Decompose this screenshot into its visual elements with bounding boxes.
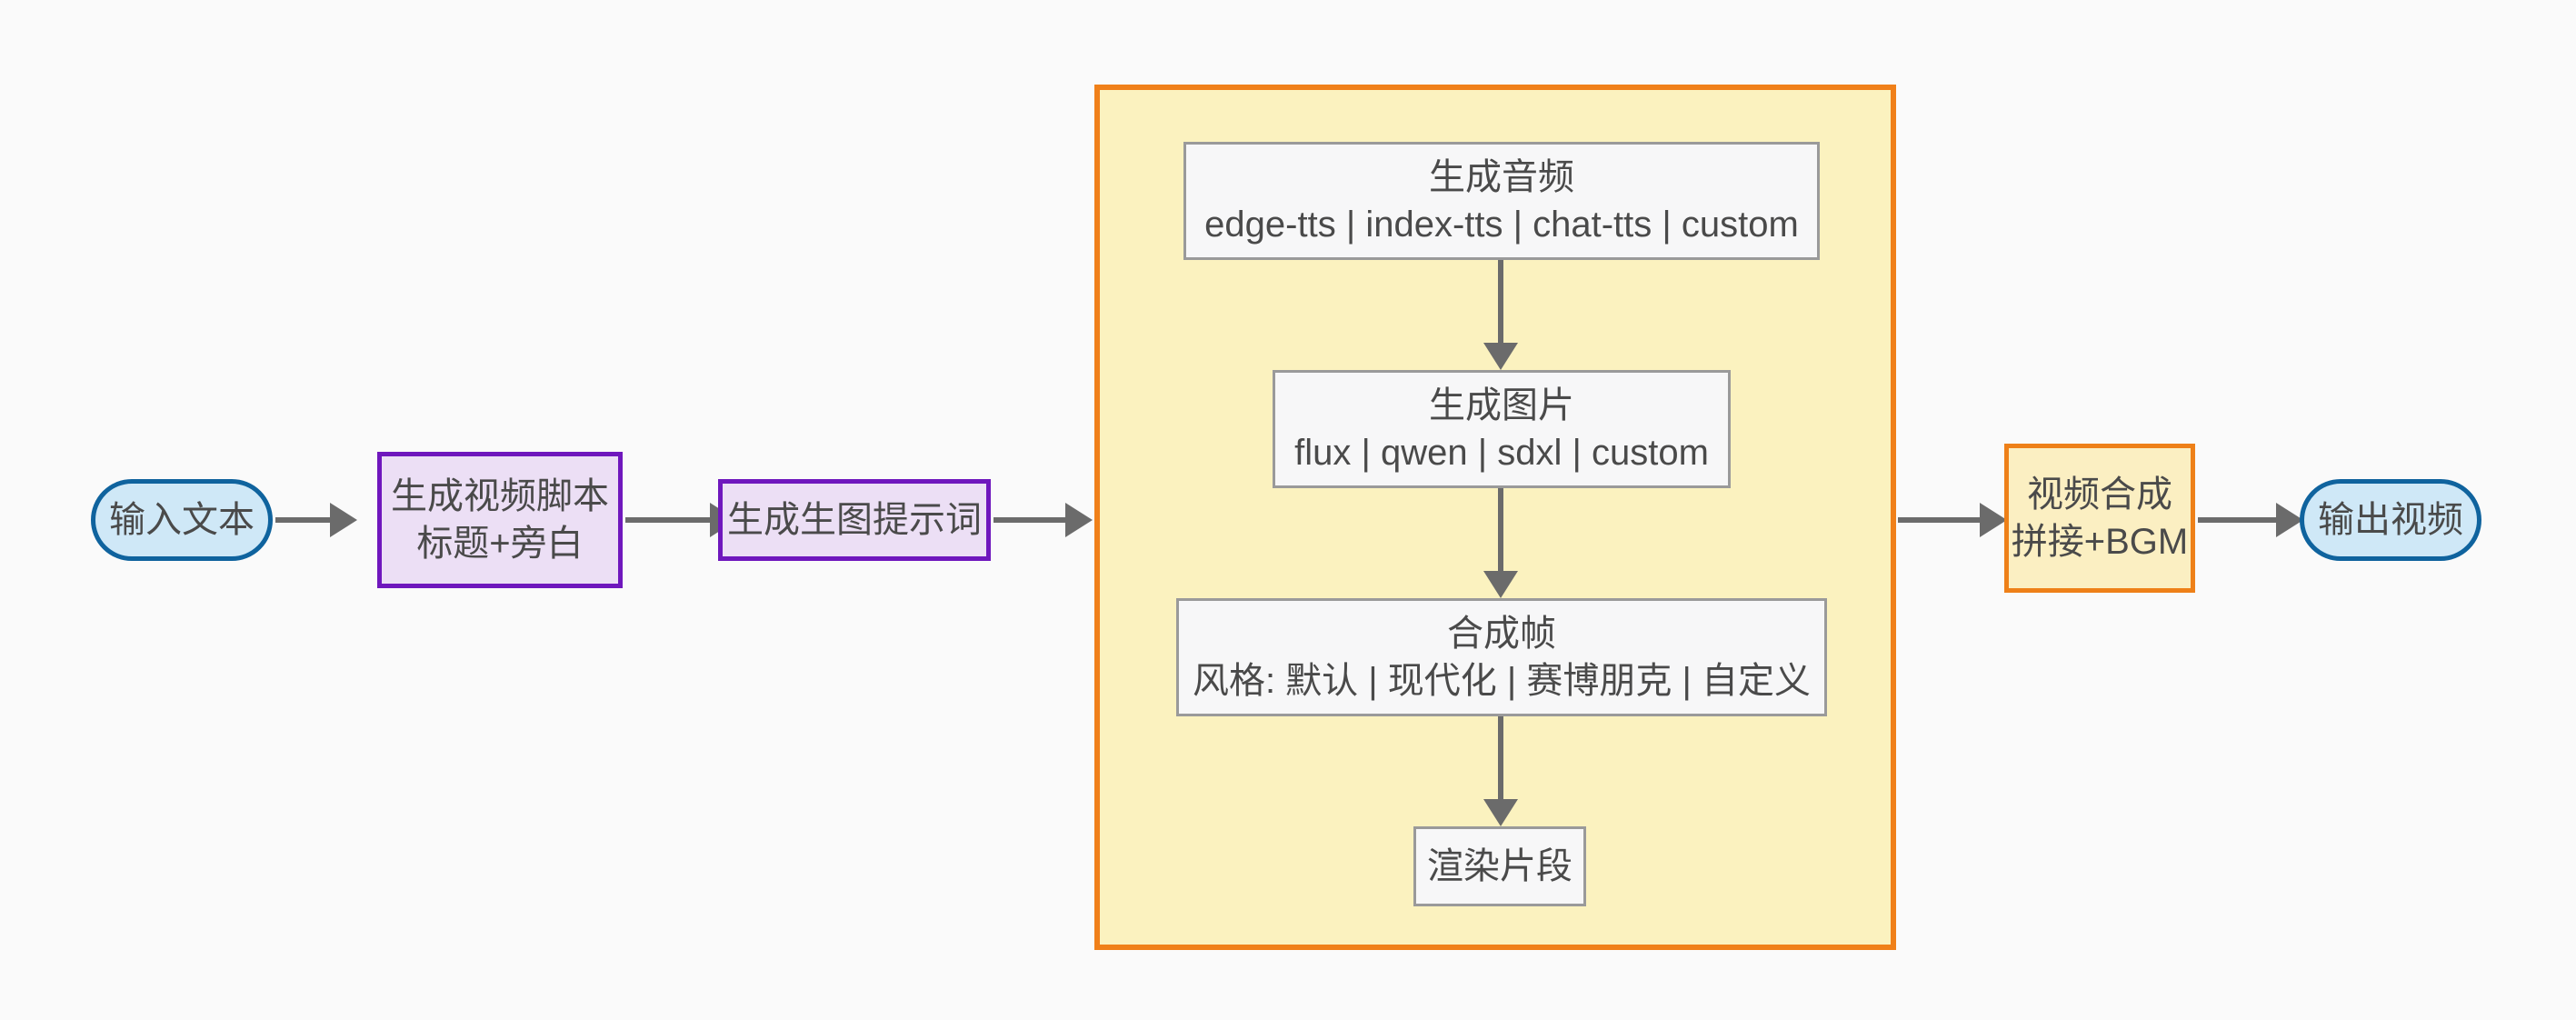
edge-frame-to-render-arrow: [1483, 799, 1518, 826]
node-generate-script[interactable]: 生成视频脚本 标题+旁白: [377, 452, 623, 588]
edge-script-to-prompt-line: [625, 517, 712, 523]
edge-subgraph-to-compose-arrow: [1980, 503, 2007, 537]
node-input-text[interactable]: 输入文本: [91, 479, 273, 561]
edge-prompt-to-subgraph-line: [993, 517, 1068, 523]
node-video-compose-line1: 视频合成: [2027, 475, 2172, 515]
node-generate-script-line2: 标题+旁白: [416, 524, 584, 564]
subgraph-pipeline-container: 生成音频 edge-tts | index-tts | chat-tts | c…: [1094, 85, 1896, 950]
node-video-compose[interactable]: 视频合成 拼接+BGM: [2004, 444, 2195, 593]
node-generate-image-line1: 生成图片: [1429, 385, 1574, 425]
node-generate-prompt-label: 生成生图提示词: [727, 500, 982, 540]
node-compose-frame[interactable]: 合成帧 风格: 默认 | 现代化 | 赛博朋克 | 自定义: [1176, 598, 1827, 716]
edge-prompt-to-subgraph-arrow: [1065, 503, 1093, 537]
node-generate-audio-line1: 生成音频: [1429, 157, 1574, 197]
node-render-clip[interactable]: 渲染片段: [1413, 826, 1586, 906]
node-compose-frame-line1: 合成帧: [1447, 614, 1556, 654]
node-generate-audio[interactable]: 生成音频 edge-tts | index-tts | chat-tts | c…: [1183, 142, 1820, 260]
edge-input-to-script-line: [275, 517, 332, 523]
edge-image-to-frame-arrow: [1483, 571, 1518, 598]
node-generate-script-line1: 生成视频脚本: [391, 476, 609, 516]
node-generate-image[interactable]: 生成图片 flux | qwen | sdxl | custom: [1273, 370, 1731, 488]
edge-compose-to-output-line: [2198, 517, 2278, 523]
node-compose-frame-line2: 风格: 默认 | 现代化 | 赛博朋克 | 自定义: [1192, 661, 1812, 701]
node-output-video-label: 输出视频: [2318, 500, 2463, 540]
node-input-text-label: 输入文本: [109, 500, 255, 540]
node-generate-audio-line2: edge-tts | index-tts | chat-tts | custom: [1204, 205, 1799, 245]
edge-subgraph-to-compose-line: [1898, 517, 1982, 523]
node-output-video[interactable]: 输出视频: [2300, 479, 2481, 561]
edge-input-to-script-arrow: [330, 503, 357, 537]
edge-frame-to-render-line: [1498, 716, 1503, 807]
edge-audio-to-image-line: [1498, 260, 1503, 351]
node-generate-image-line2: flux | qwen | sdxl | custom: [1294, 433, 1709, 473]
node-generate-prompt[interactable]: 生成生图提示词: [718, 479, 991, 561]
edge-compose-to-output-arrow: [2276, 503, 2303, 537]
edge-image-to-frame-line: [1498, 488, 1503, 579]
node-video-compose-line2: 拼接+BGM: [2011, 522, 2189, 562]
node-render-clip-label: 渲染片段: [1427, 846, 1573, 886]
edge-audio-to-image-arrow: [1483, 343, 1518, 370]
